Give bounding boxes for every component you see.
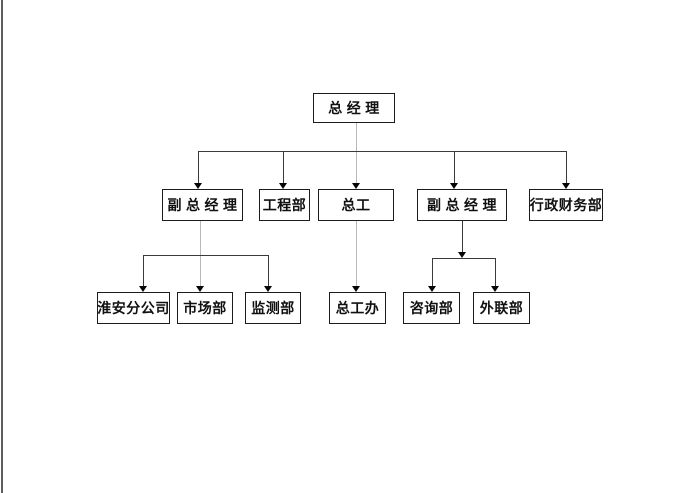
connector-drop-monitor bbox=[268, 255, 269, 286]
arrow-ce-office bbox=[352, 286, 360, 292]
arrow-admin-fin bbox=[562, 183, 570, 189]
connector-dgm-left-stem bbox=[200, 221, 201, 286]
connector-level2-rail bbox=[198, 151, 567, 152]
arrow-consult bbox=[428, 286, 436, 292]
org-node-deputy-gm-left: 副 总 经 理 bbox=[162, 189, 243, 221]
org-node-huaian-branch: 淮安分公司 bbox=[97, 292, 170, 324]
arrow-market bbox=[196, 286, 204, 292]
arrow-dgm-right bbox=[450, 183, 458, 189]
connector-drop-dgm-right bbox=[454, 151, 455, 183]
arrow-external bbox=[491, 286, 499, 292]
org-node-chief-eng-office: 总工办 bbox=[329, 292, 386, 324]
connector-drop-external bbox=[495, 258, 496, 286]
connector-drop-dgm-left bbox=[198, 151, 199, 183]
connector-drop-consult bbox=[432, 258, 433, 286]
connector-gm-stem bbox=[356, 123, 357, 183]
org-node-consulting-dept: 咨询部 bbox=[403, 292, 460, 324]
arrow-monitor bbox=[264, 286, 272, 292]
arrow-huaian bbox=[139, 286, 147, 292]
org-node-general-manager: 总 经 理 bbox=[313, 93, 395, 123]
connector-drop-eng bbox=[283, 151, 284, 183]
connector-dgm-right-stem bbox=[462, 221, 463, 252]
arrow-dgm-left bbox=[194, 183, 202, 189]
org-node-external-rel-dept: 外联部 bbox=[473, 292, 530, 324]
arrow-dgm-right-junction bbox=[458, 252, 466, 258]
org-node-admin-finance-dept: 行政财务部 bbox=[529, 189, 603, 221]
arrow-chief-eng bbox=[352, 183, 360, 189]
arrow-eng bbox=[279, 183, 287, 189]
org-node-engineering-dept: 工程部 bbox=[259, 189, 310, 221]
org-node-marketing-dept: 市场部 bbox=[177, 292, 233, 324]
connector-chief-eng-stem bbox=[356, 221, 357, 286]
page-left-edge-line bbox=[1, 0, 3, 493]
connector-dgm-right-rail bbox=[432, 258, 496, 259]
org-node-deputy-gm-right: 副 总 经 理 bbox=[417, 189, 507, 221]
org-node-monitoring-dept: 监测部 bbox=[245, 292, 301, 324]
org-node-chief-engineer: 总工 bbox=[318, 189, 394, 221]
connector-dgm-left-rail bbox=[143, 255, 269, 256]
connector-drop-huaian bbox=[143, 255, 144, 286]
connector-drop-admin-fin bbox=[566, 151, 567, 183]
